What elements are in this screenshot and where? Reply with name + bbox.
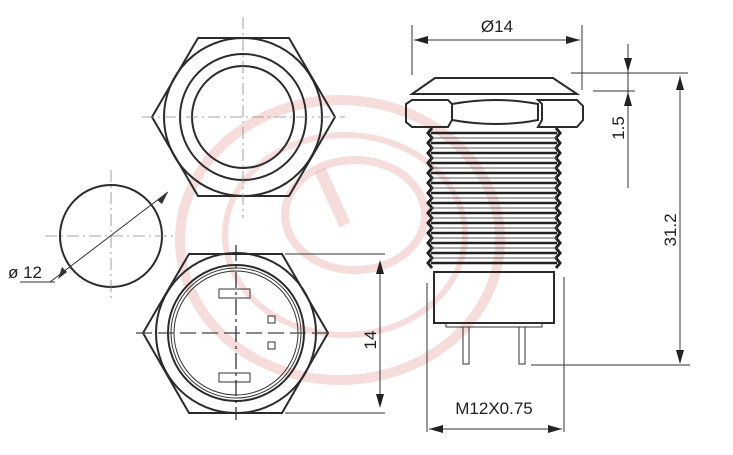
overall-length-label: 31.2 [661,213,680,246]
head-height-label: 1.5 [609,116,628,140]
across-flats-label: 14 [361,331,380,350]
panel-hole-diameter-label: ø 12 [8,263,42,282]
thread-spec-label: M12X0.75 [455,399,533,418]
side-view: Ø14 [405,17,690,433]
top-view [142,17,345,218]
panel-cutout-view: ø 12 [8,170,177,302]
bottom-view: 14 [136,245,385,420]
head-diameter-label: Ø14 [481,17,513,36]
watermark-logo [175,95,505,385]
